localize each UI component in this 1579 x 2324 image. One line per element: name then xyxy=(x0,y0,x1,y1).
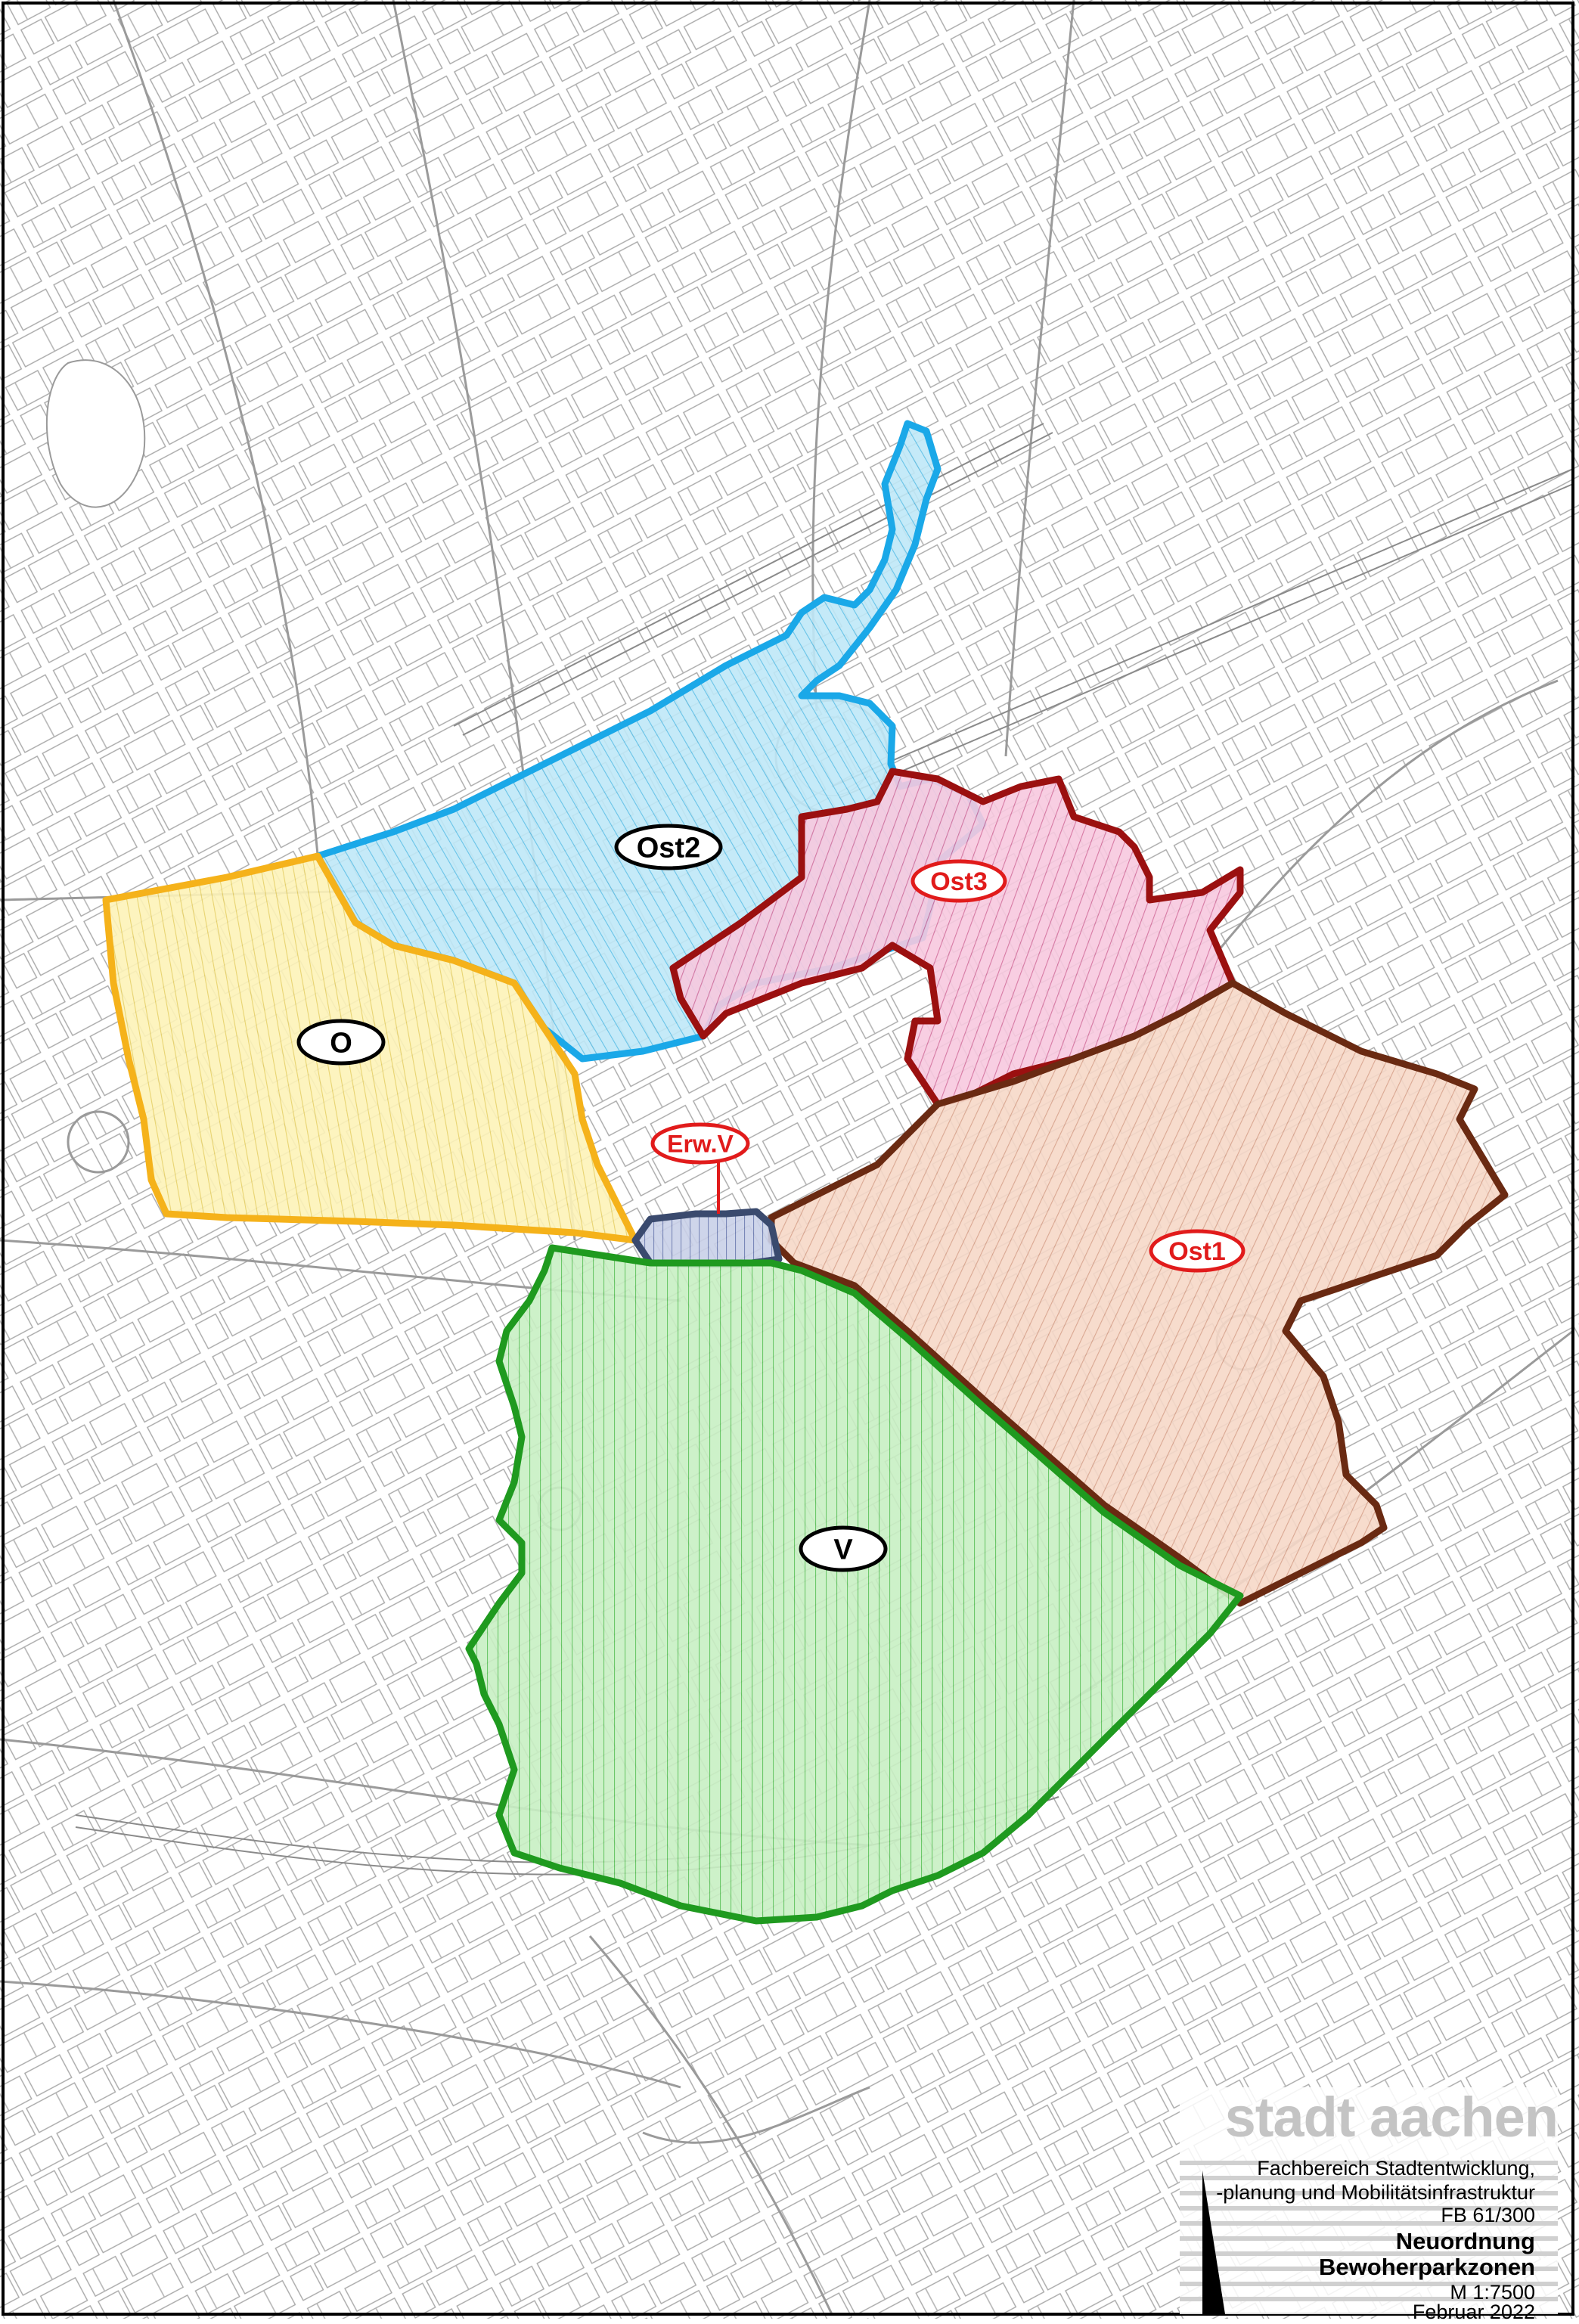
zone-ost1-area[interactable] xyxy=(768,979,1509,1607)
zone-label-pill-erwv xyxy=(650,1122,750,1165)
zone-labels: Ost2 O Ost3 Ost1 Erw.V V xyxy=(296,824,1246,1572)
zone-label-o[interactable]: O xyxy=(296,1019,386,1066)
zone-label-ost2[interactable]: Ost2 xyxy=(614,824,723,870)
map-title-line-1: Neuordnung xyxy=(1395,2228,1535,2254)
zone-label-text-ost1: Ost1 xyxy=(1168,1237,1226,1266)
stadt-aachen-logo: stadt aachen xyxy=(1224,2086,1559,2149)
zone-label-ost3[interactable]: Ost3 xyxy=(910,859,1007,903)
title-block-stripes xyxy=(1180,2161,1558,2314)
zone-erwv-area[interactable] xyxy=(631,1208,783,1268)
map-date: Februar 2022 xyxy=(1412,2301,1535,2323)
map-title-line-2: Bewoherparkzonen xyxy=(1319,2254,1535,2280)
department-line-1: Fachbereich Stadtentwicklung, xyxy=(1257,2157,1535,2180)
zone-label-text-ost2: Ost2 xyxy=(637,833,700,864)
department-line-2: -planung und Mobilitätsinfrastruktur xyxy=(1216,2181,1535,2204)
zone-v-area[interactable] xyxy=(465,1244,1244,1925)
zone-label-text-o: O xyxy=(330,1028,352,1060)
zone-label-ost1[interactable]: Ost1 xyxy=(1149,1229,1246,1273)
zone-label-erwv[interactable]: Erw.V xyxy=(650,1122,750,1165)
zone-label-v[interactable]: V xyxy=(799,1525,888,1572)
zone-label-pill-ost3 xyxy=(910,859,1007,903)
zone-label-pill-ost1 xyxy=(1149,1229,1246,1273)
zone-label-pill-o xyxy=(296,1019,386,1066)
zone-label-text-erwv: Erw.V xyxy=(667,1131,734,1158)
map-scale: M 1:7500 xyxy=(1450,2281,1535,2304)
zone-label-pill-v xyxy=(799,1525,888,1572)
department-code: FB 61/300 xyxy=(1441,2204,1535,2226)
zone-label-text-ost3: Ost3 xyxy=(930,867,988,896)
title-block: stadt aachen Fachbereich Stadtentwicklun… xyxy=(1180,2086,1559,2323)
zone-label-pill-ost2 xyxy=(614,824,723,870)
zone-label-text-v: V xyxy=(833,1534,853,1566)
